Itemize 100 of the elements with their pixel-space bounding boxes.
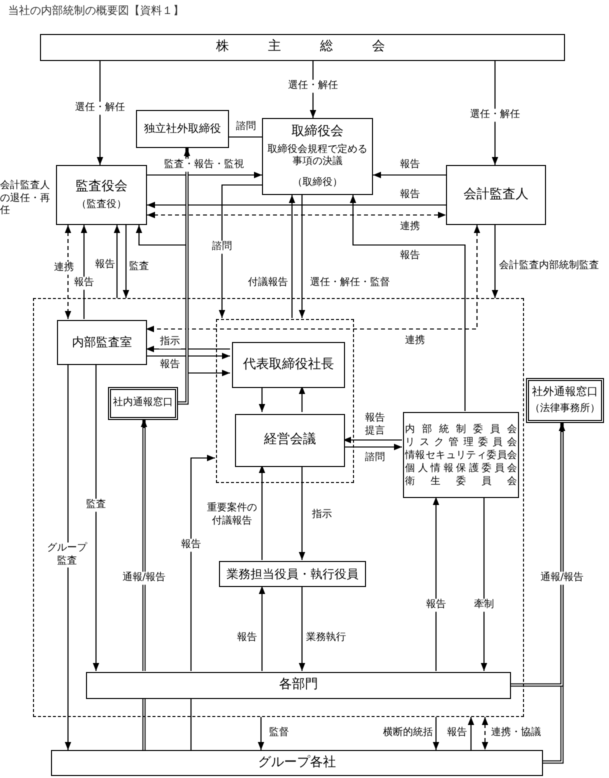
node-title: 経営会議 [263, 432, 317, 449]
node-title: 各部門 [278, 677, 319, 694]
arrow [146, 346, 230, 352]
edge-label: 諮問 [235, 120, 257, 134]
edge-label: 報告 [73, 276, 95, 290]
arrow [147, 172, 262, 178]
node-title: 内部監査室 [71, 335, 133, 350]
edge-label: 連携 [53, 262, 75, 274]
node-title: 独立社外取締役 [143, 122, 222, 136]
process-box [403, 412, 519, 498]
node-subtext: （取締役） [292, 176, 344, 190]
edge-label: 報告提言 [363, 412, 387, 438]
dashed-region [33, 298, 524, 717]
edge-label: 選任・解任 [287, 80, 339, 92]
process-box [262, 118, 373, 195]
process-box [446, 165, 546, 225]
edge-label: 諮問 [364, 452, 386, 464]
node-subtext: （監査役） [76, 198, 128, 212]
connector-line [229, 136, 262, 138]
node-title: 監査役会 [74, 178, 128, 195]
edge-label: 指示 [159, 336, 181, 348]
process-box [219, 561, 366, 587]
edge-label: 連携・協議 [490, 726, 542, 740]
arrow [114, 225, 120, 298]
committee-name: リスク管理委員会 [405, 436, 517, 448]
edge-label: 業務執行 [305, 632, 347, 644]
arrow [373, 172, 446, 178]
committee-name: 衛生委員会 [405, 474, 517, 488]
dashed-arrow [146, 225, 480, 332]
arrow [288, 195, 296, 318]
connector-line [190, 698, 192, 750]
arrow [64, 364, 72, 750]
edge-label: 通報/報告 [539, 572, 585, 584]
edge-label: 会計監査内部統制監査 [498, 260, 600, 272]
note-text: 会計監査人の退任・再任 [0, 180, 51, 218]
arrow [96, 61, 104, 165]
edge-label: 横断的統括 [382, 726, 434, 740]
double-line-arrow [177, 148, 190, 405]
arrow [298, 465, 306, 560]
edge-label: 報告 [425, 598, 447, 612]
edge-label: 監査 [128, 260, 150, 274]
arrow [92, 364, 100, 671]
node-subtext: （法律事務所） [530, 403, 600, 416]
process-box [232, 342, 345, 388]
edge-label: 報告 [446, 726, 468, 740]
node-title: 業務担当役員・執行役員 [226, 566, 360, 582]
arrow [218, 184, 262, 318]
process-box [136, 110, 229, 148]
arrow [468, 717, 474, 750]
arrow [480, 497, 488, 671]
node-title: 代表取締役社長 [242, 356, 335, 374]
edge-label: グループ監査 [45, 542, 89, 568]
dashed-region [216, 319, 354, 483]
arrow [147, 202, 446, 208]
edge-label: 選任・解任・監督 [309, 276, 391, 290]
arrow [190, 454, 215, 671]
edge-label: 報告 [399, 250, 421, 262]
arrow [492, 225, 498, 298]
node-title: 取締役会 [290, 124, 344, 140]
committee-name: 情報セキュリティ委員会 [405, 448, 517, 462]
edge-label: 選任・解任 [74, 102, 126, 114]
edge-label: 連携 [399, 220, 421, 234]
arrow [258, 465, 266, 560]
dashed-arrow [147, 212, 446, 218]
edge-label: 重要案件の付議報告 [206, 502, 258, 528]
node-subtext: 取締役会規程で定める事項の決議 [266, 144, 368, 169]
edge-label: 通報/報告 [121, 572, 167, 584]
edge-label: 報告 [399, 158, 421, 172]
double-bordered-box [526, 378, 604, 423]
arrow [80, 225, 88, 319]
process-box [57, 320, 147, 365]
edge-label: 付議報告 [247, 276, 289, 290]
process-box [235, 414, 345, 467]
node-title: 社外通報窓口 [532, 385, 598, 400]
edge-label: 報告 [159, 358, 181, 372]
edge-label: 報告 [399, 188, 421, 202]
arrow [350, 195, 466, 411]
edge-label: 監査・報告・監視 [163, 158, 245, 172]
edge-label: 監査 [85, 498, 107, 512]
committee-name: 個人情報保護委員会 [405, 462, 517, 474]
dashed-arrow [64, 225, 72, 319]
double-line-arrow [140, 419, 148, 671]
arrow [258, 586, 266, 671]
arrow [298, 386, 306, 412]
arrow [432, 497, 440, 671]
edge-label: 報告 [236, 632, 258, 644]
arrow [258, 386, 266, 412]
arrow [122, 225, 130, 298]
arrow [298, 195, 306, 318]
arrow [258, 717, 264, 750]
double-line-arrow [510, 423, 566, 687]
node-title: 会計監査人 [462, 186, 530, 204]
node-title: 社内通報窓口 [113, 397, 173, 410]
edge-label: 選任・解任 [469, 108, 521, 122]
edge-label: 連携 [404, 334, 426, 348]
process-box [56, 165, 147, 225]
double-line-connector-line [142, 698, 146, 750]
edge-label: 牽制 [473, 598, 495, 612]
dashed-arrow [482, 717, 488, 750]
edge-label: 報告 [180, 538, 202, 552]
